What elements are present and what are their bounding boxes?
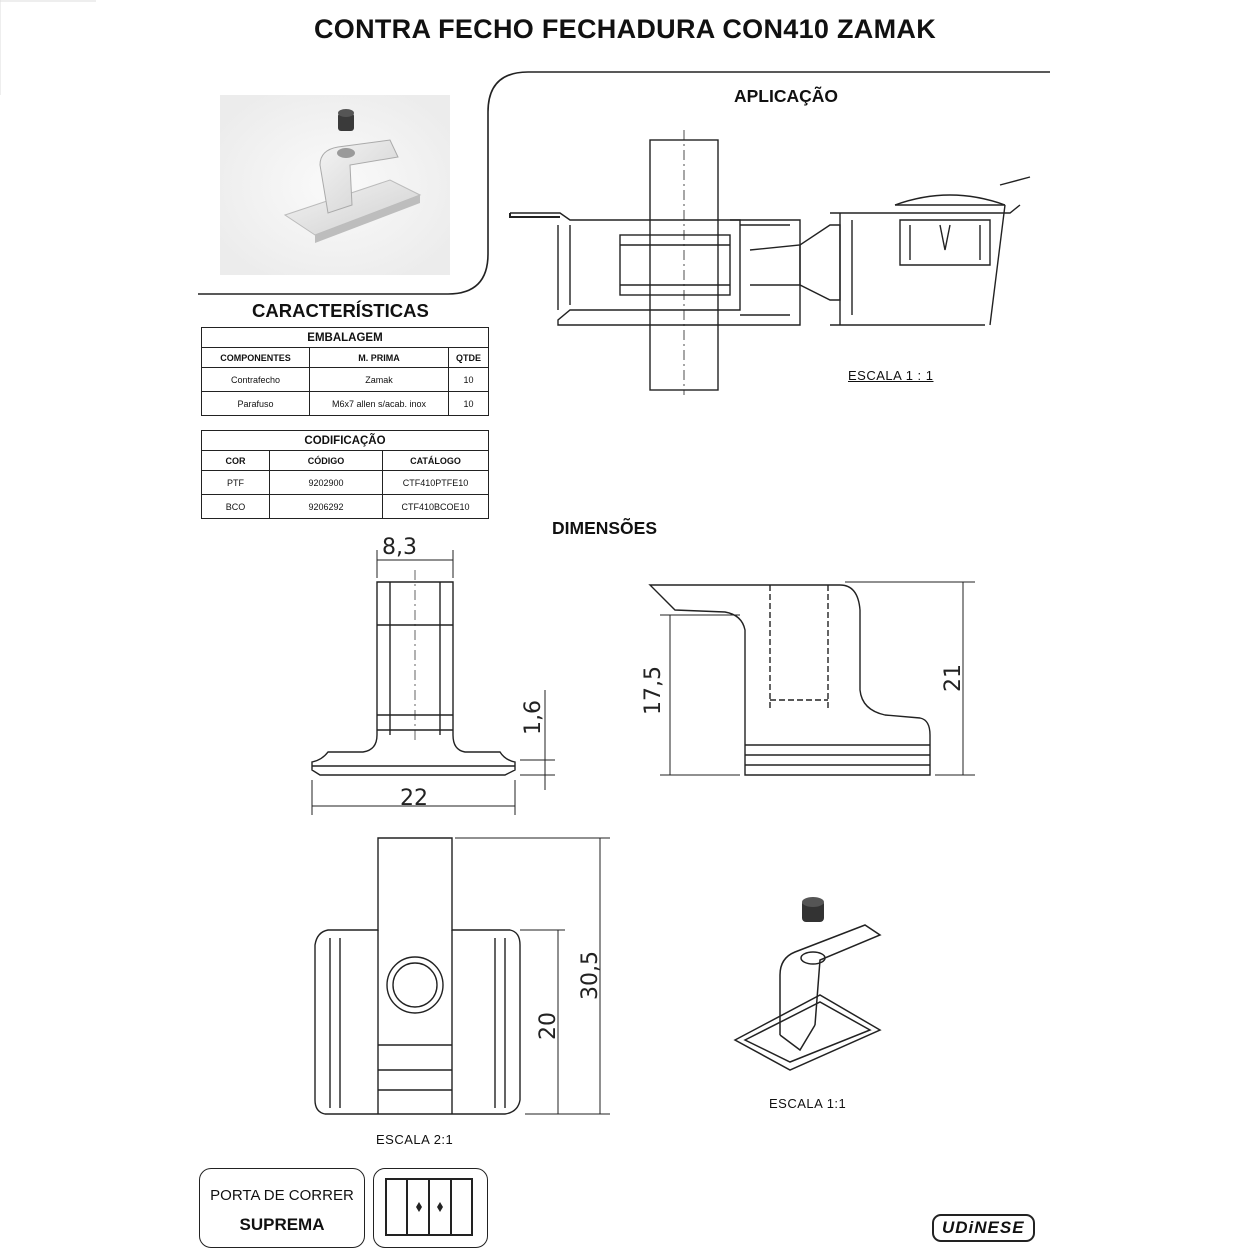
table-cell: CTF410PTFE10 (382, 470, 489, 495)
table-cell: 9202900 (269, 470, 383, 495)
sliding-door-icon (385, 1178, 473, 1236)
dim-base-width: 22 (400, 786, 428, 811)
table-cell: Zamak (309, 367, 449, 392)
front-view-drawing: 8,3 22 1,6 (311, 535, 555, 815)
dim-total-height: 21 (941, 664, 966, 692)
packaging-header: QTDE (448, 347, 489, 368)
dim-inner-height: 17,5 (641, 666, 666, 715)
dimensions-heading: DIMENSÕES (552, 518, 658, 538)
table-cell: 9206292 (269, 494, 383, 519)
packaging-header: M. PRIMA (309, 347, 449, 368)
table-cell: BCO (201, 494, 270, 519)
packaging-table: EMBALAGEM COMPONENTES M. PRIMA QTDE Cont… (201, 327, 489, 416)
product-line: PORTA DE CORRER (210, 1187, 354, 1204)
scale-isometric: ESCALA 1:1 (769, 1096, 847, 1111)
coding-header: COR (201, 450, 270, 471)
table-row: Contrafecho Zamak 10 (201, 367, 489, 392)
packaging-title: EMBALAGEM (201, 327, 489, 348)
table-cell: PTF (201, 470, 270, 495)
table-row: BCO 9206292 CTF410BCOE10 (201, 494, 489, 519)
product-line-box: PORTA DE CORRER SUPREMA (199, 1168, 365, 1248)
product-photo (220, 95, 450, 275)
application-drawing (509, 130, 1031, 395)
table-cell: 10 (448, 391, 489, 416)
packaging-header: COMPONENTES (201, 347, 310, 368)
table-cell: M6x7 allen s/acab. inox (309, 391, 449, 416)
application-heading: APLICAÇÃO (734, 86, 839, 106)
table-cell: CTF410BCOE10 (382, 494, 489, 519)
application-scale: ESCALA 1 : 1 (848, 368, 934, 383)
side-view-drawing: 17,5 21 (641, 581, 975, 776)
scale-top-view: ESCALA 2:1 (376, 1132, 454, 1147)
page-title: CONTRA FECHO FECHADURA CON410 ZAMAK (313, 14, 936, 44)
top-view-drawing: 20 30,5 (314, 837, 610, 1115)
product-name: SUPREMA (239, 1215, 325, 1234)
table-cell: Parafuso (201, 391, 310, 416)
coding-title: CODIFICAÇÃO (201, 430, 489, 451)
dim-top-total: 30,5 (578, 951, 603, 1000)
coding-header: CATÁLOGO (382, 450, 489, 471)
door-icon-box (373, 1168, 488, 1248)
coding-header: CÓDIGO (269, 450, 383, 471)
dim-width-top: 8,3 (382, 535, 417, 560)
table-cell: 10 (448, 367, 489, 392)
brand-logo: UDiNESE (932, 1214, 1035, 1242)
top-frame (0, 0, 1050, 295)
characteristics-heading: CARACTERÍSTICAS (252, 300, 429, 321)
dim-base-thickness: 1,6 (521, 700, 546, 735)
table-row: Parafuso M6x7 allen s/acab. inox 10 (201, 391, 489, 416)
dim-top-inner: 20 (536, 1012, 561, 1040)
coding-table: CODIFICAÇÃO COR CÓDIGO CATÁLOGO PTF 9202… (201, 430, 489, 519)
table-cell: Contrafecho (201, 367, 310, 392)
isometric-drawing (733, 897, 882, 1071)
table-row: PTF 9202900 CTF410PTFE10 (201, 470, 489, 495)
